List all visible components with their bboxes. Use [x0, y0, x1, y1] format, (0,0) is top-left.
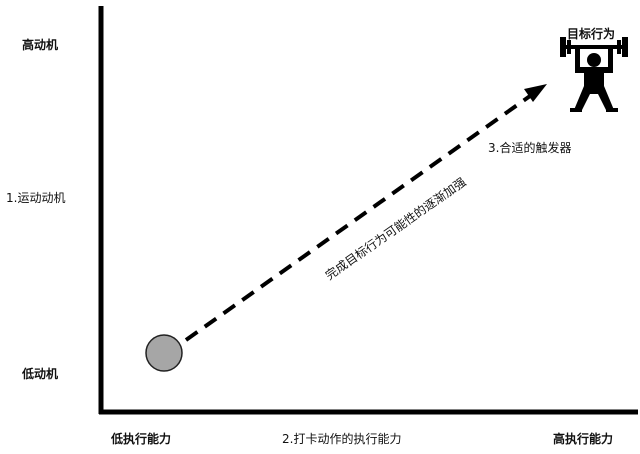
y-axis-low-label: 低动机: [22, 367, 59, 381]
progress-arrow: [184, 84, 547, 342]
target-behavior-label: 目标行为: [567, 27, 616, 41]
progress-arrow-head: [524, 84, 547, 102]
x-axis-title: 2.打卡动作的执行能力: [282, 432, 402, 446]
trigger-label: 3.合适的触发器: [488, 141, 572, 155]
weightlifter-icon: [560, 37, 628, 112]
x-axis-high-label: 高执行能力: [553, 432, 614, 446]
start-point-marker: [145, 334, 183, 372]
progress-arrow-shaft: [184, 94, 532, 342]
y-axis-high-label: 高动机: [22, 38, 59, 52]
x-axis-low-label: 低执行能力: [111, 432, 172, 446]
y-axis-title: 1.运动动机: [6, 191, 66, 205]
